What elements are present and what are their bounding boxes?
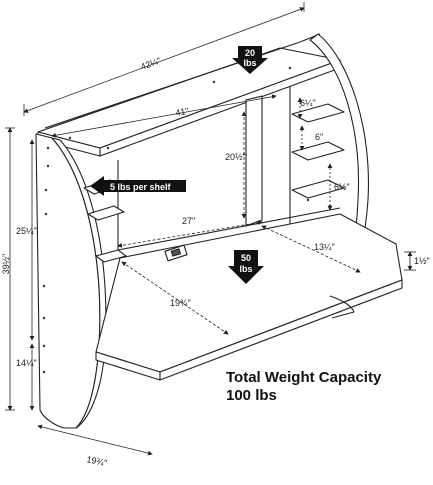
dim-cubby-low: 6½": [334, 182, 350, 192]
dim-side-lower: 14¼": [16, 358, 37, 368]
desk-load-value: 50: [241, 253, 251, 263]
dim-cubby-top: 6¼": [300, 98, 316, 108]
cubby-shelf-2: [291, 141, 345, 161]
desk-load-callout: 50 lbs: [228, 250, 264, 284]
left-shelf-3: [95, 249, 127, 263]
shelf-load-label: 5 lbs per shelf: [110, 182, 172, 192]
dim-depth: 19¾": [86, 454, 108, 468]
cable-grommet-inner: [170, 248, 181, 257]
dim-overall-width: 42¼": [139, 55, 162, 71]
cubby-shelf-1: [291, 103, 345, 123]
caption-line1: Total Weight Capacity: [226, 369, 382, 386]
dimension-labels: 42¼" 41" 20½" 25¼" 39½" 14¼" 19¾" 27" 19…: [1, 55, 430, 468]
dim-side-upper: 25¼": [16, 226, 37, 236]
top-shelf-load-unit: lbs: [243, 58, 256, 68]
top-shelf-load-callout: 20 lbs: [232, 46, 268, 74]
desk-right-edge: [159, 279, 403, 381]
dim-desk-right-depth: 13¼": [314, 242, 335, 252]
dim-desk-depth: 19¾": [170, 298, 191, 308]
dim-desk-width: 27": [182, 216, 195, 226]
shelf-load-callout: 5 lbs per shelf: [90, 176, 186, 196]
caption-line2: 100 lbs: [226, 387, 277, 404]
left-side-panel: [35, 133, 101, 429]
left-shelf-2: [87, 205, 125, 221]
dim-total-height: 39½": [1, 254, 11, 275]
top-shelf: [37, 47, 341, 149]
dim-upper-height: 20½": [225, 152, 246, 162]
desk-support: [329, 295, 355, 319]
desk-load-unit: lbs: [239, 264, 252, 274]
dimension-lines: [5, 2, 416, 456]
dim-shelf-width: 41": [175, 106, 190, 118]
dim-cubby-mid: 6": [315, 132, 323, 142]
desk-surface: [95, 213, 403, 373]
dim-desk-thickness: 1½": [414, 256, 430, 266]
divider: [245, 95, 263, 227]
top-shelf-load-value: 20: [245, 48, 255, 58]
